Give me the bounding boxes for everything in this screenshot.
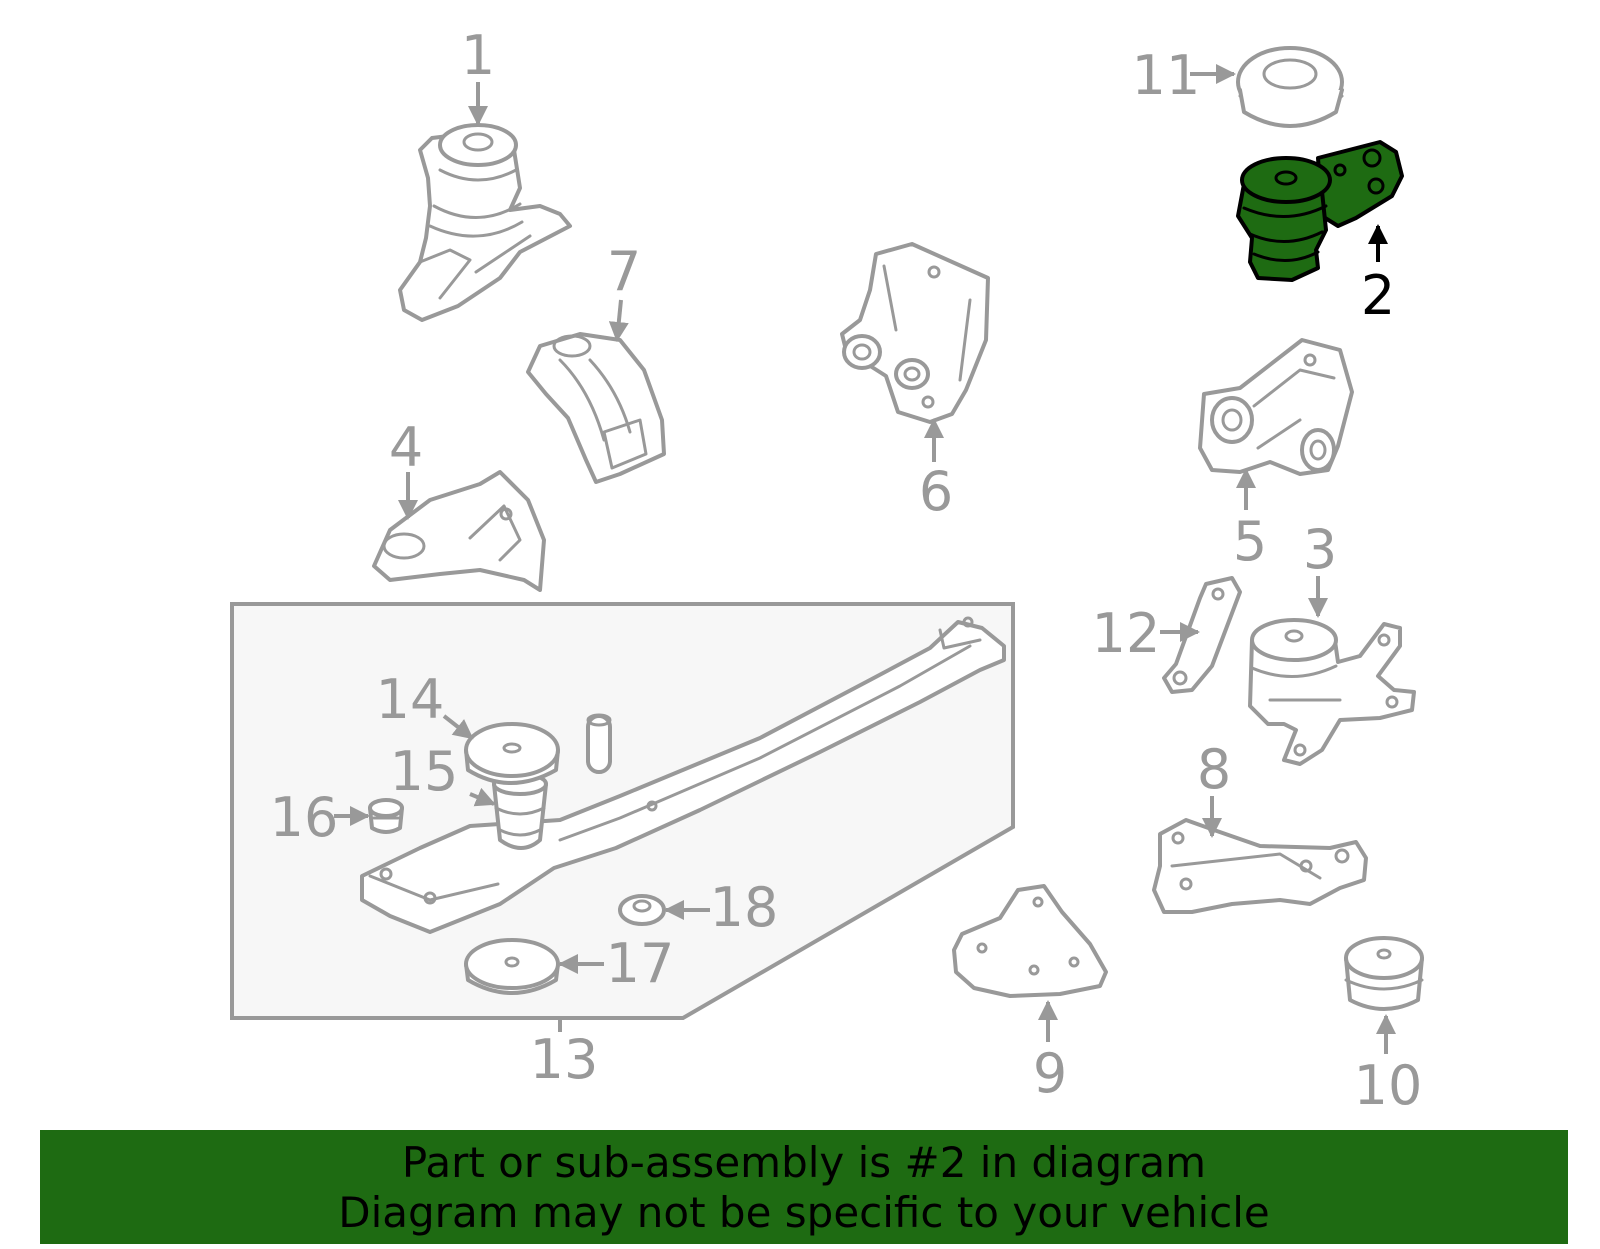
- part-16-nut[interactable]: [368, 798, 404, 834]
- part-10-bushing[interactable]: [1344, 936, 1424, 1011]
- part-8-bracket[interactable]: [1152, 818, 1368, 914]
- parts-diagram: 1 2 3 4 5 6 7 8 9 10 11 12 13 14 15 16 1…: [230, 24, 1424, 1117]
- callout-3: 3: [1303, 518, 1337, 581]
- part-3-mount[interactable]: [1248, 618, 1416, 766]
- callout-12: 12: [1092, 602, 1161, 665]
- part-12-link[interactable]: [1162, 576, 1242, 694]
- part-15-bushing[interactable]: [492, 772, 548, 850]
- callout-2: 2: [1361, 264, 1395, 327]
- part-9-plate[interactable]: [952, 884, 1108, 998]
- callout-16: 16: [270, 786, 339, 849]
- info-banner: Part or sub-assembly is #2 in diagram Di…: [40, 1130, 1568, 1244]
- part-4-bracket[interactable]: [372, 470, 546, 592]
- callout-11: 11: [1132, 44, 1201, 107]
- banner-line-2: Diagram may not be specific to your vehi…: [338, 1188, 1270, 1237]
- part-17-pad[interactable]: [464, 938, 560, 995]
- part-13-pin: [586, 713, 612, 774]
- part-11-ring[interactable]: [1236, 46, 1344, 128]
- callout-9: 9: [1033, 1042, 1067, 1105]
- part-2-transmission-mount-highlighted[interactable]: [1236, 140, 1404, 282]
- part-18-washer[interactable]: [618, 894, 666, 926]
- part-13-crossmember[interactable]: [360, 616, 1006, 934]
- callout-10: 10: [1354, 1054, 1423, 1117]
- leader-lines: [334, 64, 1396, 1054]
- callout-6: 6: [919, 460, 953, 523]
- callout-labels: 1 2 3 4 5 6 7 8 9 10 11 12 13 14 15 16 1…: [270, 24, 1423, 1117]
- callout-17: 17: [606, 932, 675, 995]
- banner-line-1: Part or sub-assembly is #2 in diagram: [401, 1138, 1207, 1187]
- callout-14: 14: [376, 668, 445, 731]
- callout-7: 7: [607, 240, 641, 303]
- callout-13: 13: [530, 1028, 599, 1091]
- part-5-bracket[interactable]: [1198, 338, 1354, 476]
- part-7-bracket[interactable]: [526, 332, 666, 484]
- part-1-engine-mount[interactable]: [398, 123, 572, 322]
- callout-4: 4: [389, 416, 423, 479]
- callout-5: 5: [1233, 510, 1267, 573]
- callout-8: 8: [1197, 738, 1231, 801]
- callout-18: 18: [710, 876, 779, 939]
- callout-15: 15: [390, 740, 459, 803]
- part-14-cap[interactable]: [464, 722, 560, 785]
- part-6-bracket[interactable]: [840, 242, 990, 424]
- callout-1: 1: [461, 24, 495, 87]
